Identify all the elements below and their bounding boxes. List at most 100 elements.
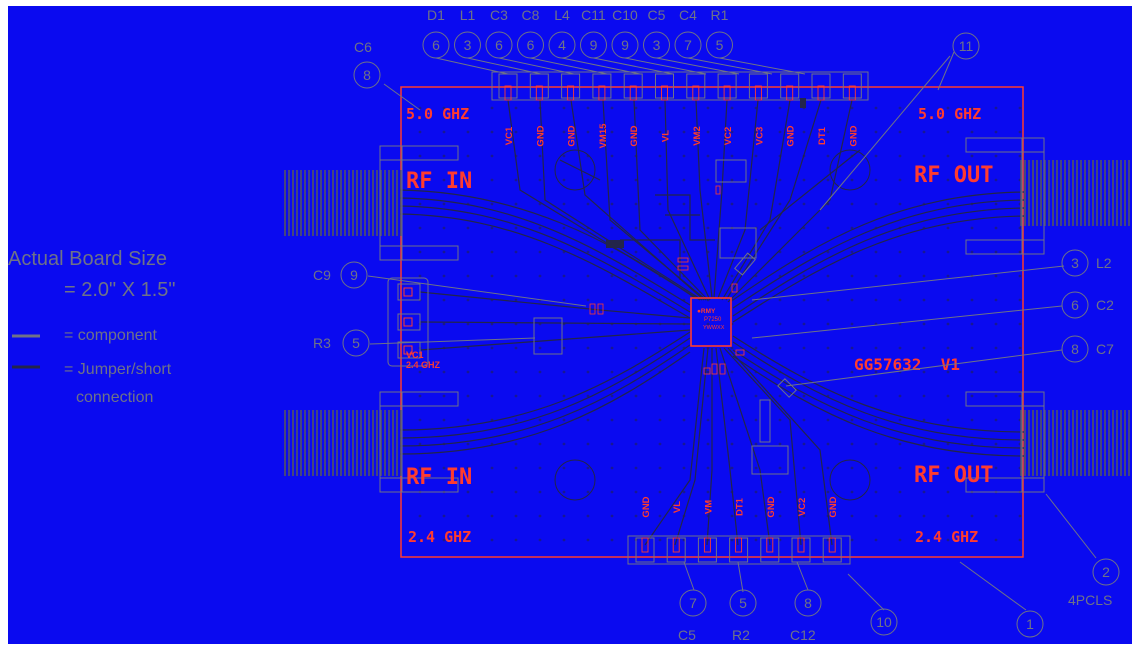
- top-header-pin: [686, 73, 706, 99]
- sma-connector-out-bottom: [965, 391, 1132, 493]
- legend-jumper-label-line2: connection: [76, 389, 153, 406]
- legend-board-size-line1: Actual Board Size: [8, 248, 167, 270]
- top-header-pin: [717, 73, 737, 99]
- bottom-7-callout-num: 7: [689, 595, 697, 611]
- top-pin-label: GND: [567, 125, 578, 146]
- callout-10-num: 10: [876, 614, 892, 630]
- top-ref-callout-circle: [580, 31, 607, 59]
- top-ref-label: L1: [460, 7, 476, 23]
- ghz-small-label: 2.4 GHZ: [406, 360, 441, 370]
- top-ref-leader: [624, 57, 707, 75]
- top-ref-callout-num: 7: [684, 37, 692, 53]
- top-header-pin: [811, 73, 831, 99]
- rf-in-bottom-label: RF IN: [406, 465, 472, 490]
- top-ref-callout-num: 6: [527, 37, 535, 53]
- c6-ref-label: C6: [354, 39, 372, 55]
- top-header-pin: [780, 73, 800, 99]
- top-ref-leader: [593, 57, 674, 75]
- corner-label-bottom-right: 2.4 GHZ: [915, 528, 978, 546]
- c6-callout-circle: [353, 61, 381, 89]
- c7-callout-circle: [1061, 335, 1089, 363]
- top-ref-callout-num: 3: [464, 37, 472, 53]
- bottom-r2-ref-label: R2: [732, 627, 750, 643]
- top-header-pad: [598, 85, 606, 101]
- top-pin-label: VC1: [504, 126, 515, 145]
- bottom-pin-label: DT1: [735, 497, 746, 516]
- mounting-holes: [554, 149, 871, 501]
- bottom-8-callout-num: 8: [804, 595, 812, 611]
- top-ref-callout-circle: [674, 31, 702, 59]
- top-ref-label: C5: [648, 7, 666, 23]
- top-ref-leader: [719, 57, 806, 75]
- bottom-8-callout-circle: [794, 589, 822, 617]
- top-ref-label: D1: [427, 7, 445, 23]
- corner-label-top-left: 5.0 GHZ: [406, 105, 469, 123]
- sma-connector-in-top: [284, 145, 459, 261]
- callout-11-num: 11: [959, 38, 974, 54]
- top-ref-label: C3: [490, 7, 508, 23]
- left-header-pads: [403, 287, 413, 355]
- top-pin-label: VL: [661, 130, 672, 142]
- top-ref-callout-num: 6: [432, 37, 440, 53]
- top-ref-leader: [467, 57, 542, 75]
- top-ref-callout-num: 4: [558, 37, 566, 53]
- top-ref-callout-circle: [422, 31, 450, 59]
- c2-callout-num: 6: [1071, 297, 1079, 313]
- c2-ref-label: C2: [1096, 297, 1114, 313]
- bottom-header-connector: [627, 535, 851, 565]
- top-header-pad: [535, 85, 543, 101]
- top-ref-callout-num: 6: [495, 37, 503, 53]
- top-pin-label: DT1: [817, 126, 828, 145]
- bottom-header-pad: [828, 537, 836, 553]
- top-pin-label: GND: [786, 125, 797, 146]
- top-header-pad: [754, 85, 762, 101]
- jack-callout-circle: [1092, 558, 1120, 586]
- top-ref-callout-circle: [454, 31, 481, 59]
- top-header-pad: [504, 85, 512, 101]
- top-header-pin: [592, 73, 612, 99]
- bottom-pin-label: VC2: [797, 498, 808, 516]
- bottom-5-callout-num: 5: [739, 595, 747, 611]
- vc1-small-label: VC1: [406, 350, 424, 360]
- chip-code-text: YWWXX: [703, 325, 725, 331]
- components: [533, 159, 797, 475]
- small-pads: [589, 185, 745, 375]
- r3-callout-circle: [342, 329, 370, 357]
- top-ref-label: C8: [522, 7, 540, 23]
- top-ref-callout-num: 3: [653, 37, 661, 53]
- bottom-c5-ref-label: C5: [678, 627, 696, 643]
- top-header-pad: [786, 85, 794, 101]
- top-pin-label: GND: [848, 125, 859, 146]
- top-header-pad: [692, 85, 700, 101]
- c9-callout-circle: [340, 261, 368, 289]
- top-ref-leader: [561, 57, 641, 75]
- jumpers: [606, 98, 806, 248]
- bottom-c12-ref-label: C12: [790, 627, 816, 643]
- r3-callout-num: 5: [352, 335, 360, 351]
- bottom-pin-label: VL: [672, 501, 683, 513]
- top-header-pin: [748, 73, 768, 99]
- bottom-header-pad: [735, 537, 743, 553]
- legend-board-size-line2: = 2.0" X 1.5": [64, 279, 176, 301]
- bottom-header-pad: [703, 537, 711, 553]
- jack-callout-num: 2: [1102, 564, 1110, 580]
- top-ref-label: L4: [554, 7, 570, 23]
- top-pin-label: VC3: [754, 127, 765, 145]
- c9-callout-num: 9: [350, 267, 358, 283]
- top-pin-label: GND: [535, 125, 546, 146]
- top-ref-callout-circle: [548, 31, 576, 59]
- bottom-header-pad: [797, 537, 805, 553]
- top-ref-label: C10: [612, 7, 638, 23]
- callout-10-circle: [870, 608, 898, 636]
- top-ref-callout-num: 9: [621, 37, 629, 53]
- top-header-pad: [723, 85, 731, 101]
- bottom-pin-label: GND: [766, 496, 777, 517]
- bottom-5-callout-circle: [729, 589, 757, 617]
- corner-label-top-right: 5.0 GHZ: [918, 105, 981, 123]
- top-ref-leader: [435, 57, 509, 75]
- callout-11-circle: [952, 32, 980, 60]
- r3-ref-label: R3: [313, 335, 331, 351]
- top-ref-label: C4: [679, 7, 697, 23]
